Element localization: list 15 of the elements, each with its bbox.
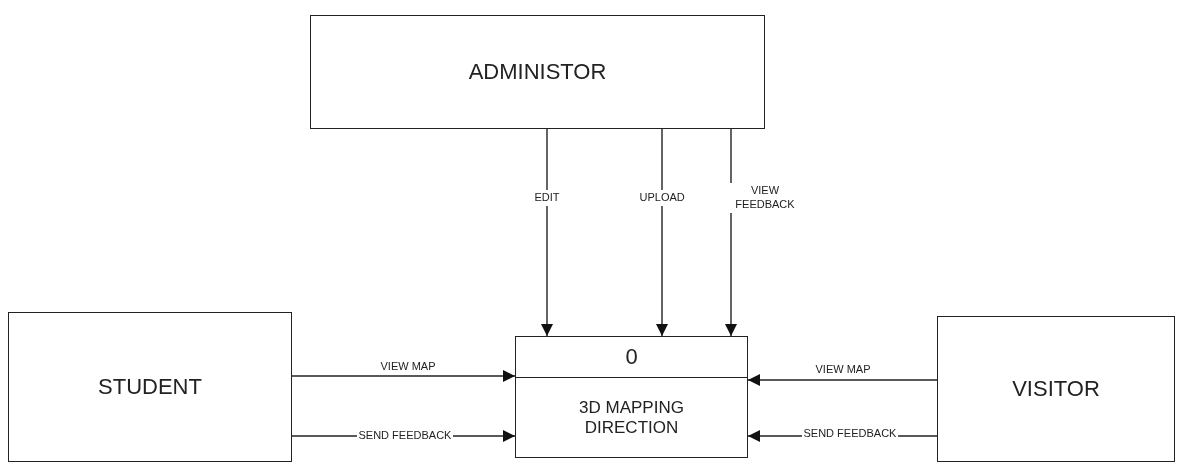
- process-number: 0: [624, 344, 639, 370]
- arrow: [656, 128, 668, 337]
- arrow: [291, 370, 516, 382]
- process-name: 3D MAPPING DIRECTION: [578, 397, 685, 438]
- entity-box: [8, 312, 292, 462]
- edge-label: UPLOAD: [637, 190, 687, 206]
- entity-name: STUDENT: [98, 374, 202, 400]
- arrow: [747, 374, 938, 386]
- entity-name: VISITOR: [1012, 376, 1100, 402]
- arrow: [541, 128, 553, 337]
- entity-name: ADMINISTOR: [468, 59, 607, 85]
- entity-box: [310, 15, 765, 129]
- entity-box: [937, 316, 1175, 462]
- process-box: [515, 336, 748, 458]
- edge-label: EDIT: [532, 190, 562, 206]
